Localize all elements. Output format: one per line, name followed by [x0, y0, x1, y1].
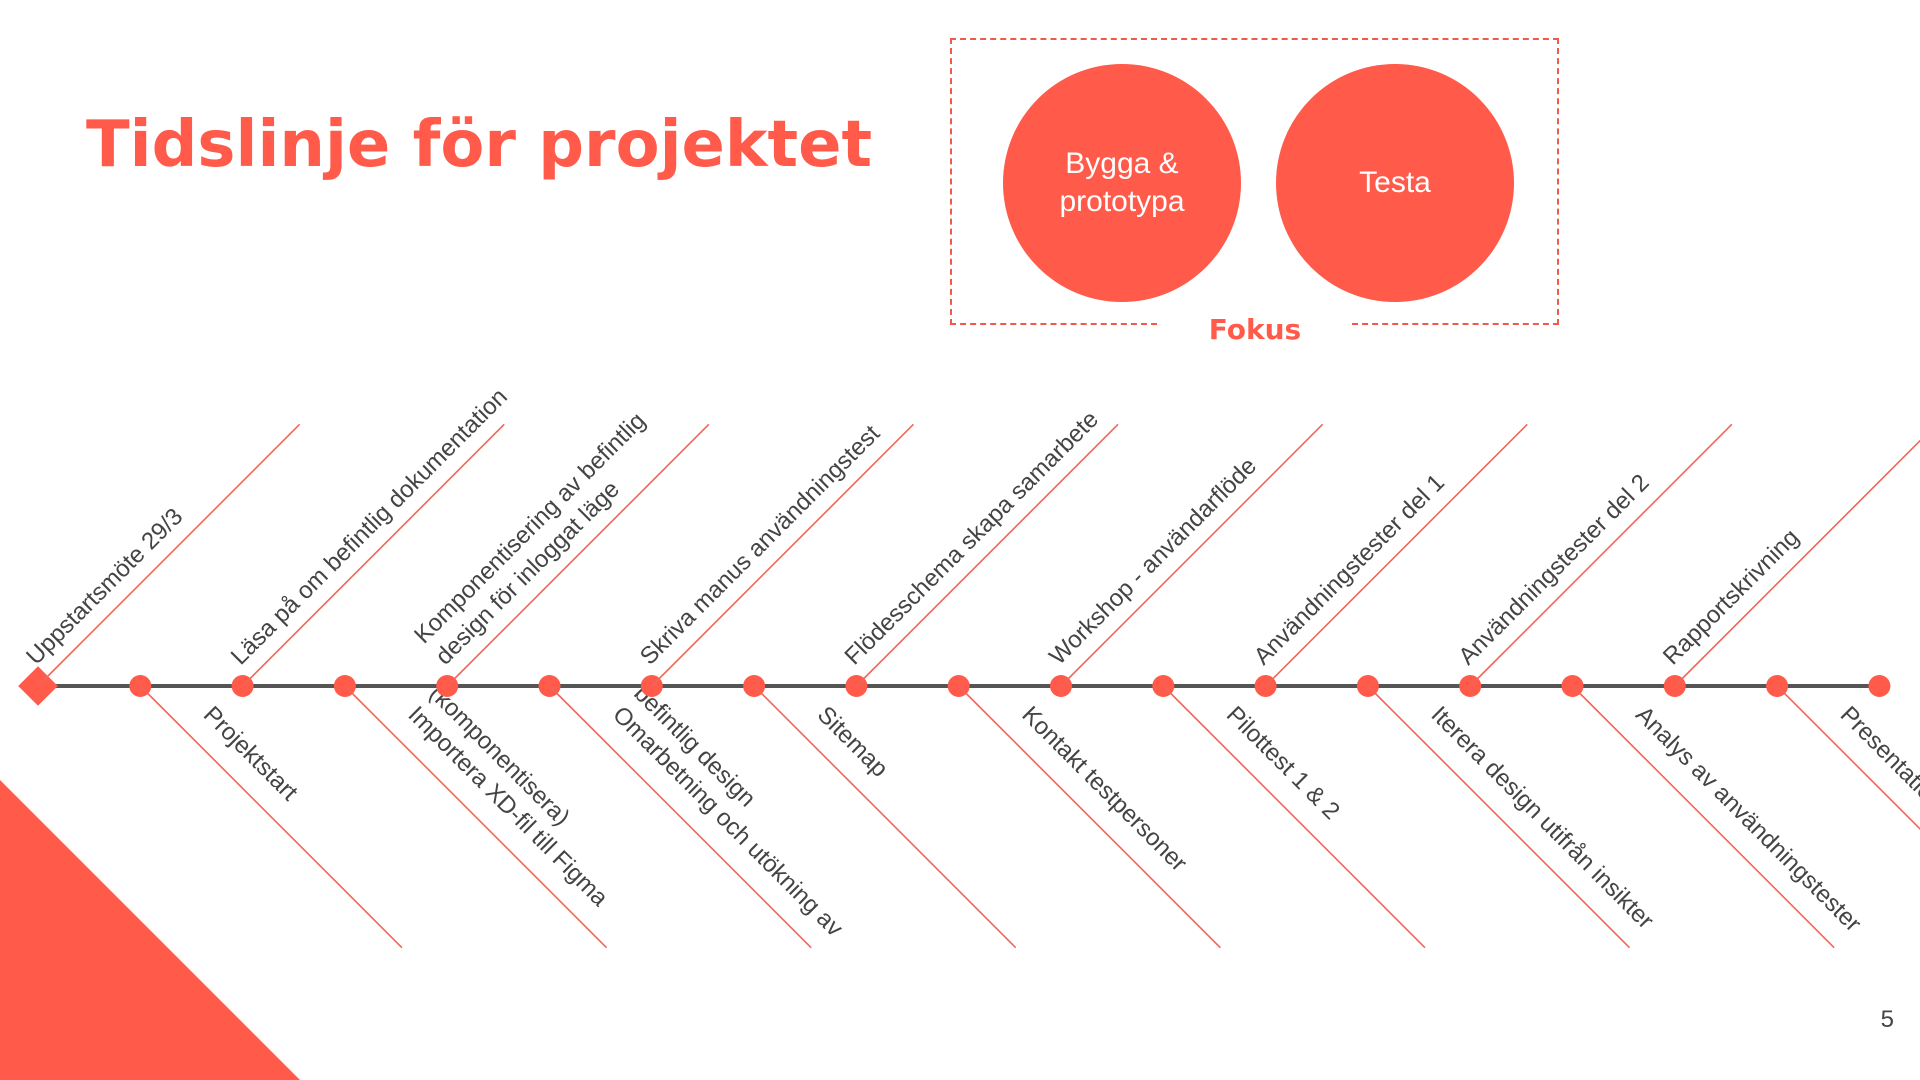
timeline-event-line: Rapportskrivning	[1658, 524, 1804, 670]
timeline-dot	[1868, 675, 1891, 697]
timeline-connector-up	[242, 423, 505, 687]
timeline-event-line: Omarbetning och utökning av	[607, 701, 848, 942]
timeline-connector-down	[548, 685, 812, 949]
timeline-connector-down	[958, 685, 1221, 949]
timeline-connector-up	[37, 423, 301, 687]
timeline-connector-up	[855, 423, 1119, 687]
timeline-event-label: Uppstartsmöte 29/3	[21, 503, 188, 670]
timeline-connector-down	[344, 685, 608, 949]
timeline-connector-up	[1469, 423, 1733, 687]
timeline-event-label: Presentation	[1835, 701, 1920, 815]
focus-circle-label: Bygga & prototypa	[1059, 147, 1185, 218]
timeline-event-line: Sitemap	[812, 701, 893, 782]
timeline-event-label: Analys av användningstester	[1630, 701, 1866, 937]
timeline-event-line: Projektstart	[198, 701, 303, 806]
timeline-event-label: Sitemap	[812, 701, 893, 782]
timeline-event-label: Projektstart	[198, 701, 303, 806]
focus-circle-test: Testa	[1276, 64, 1514, 302]
timeline-connector-down	[139, 685, 403, 949]
timeline-event-line: Importera XD-fil till Figma	[403, 701, 614, 912]
timeline-event-line: Workshop - användarflöde	[1044, 452, 1262, 670]
timeline-event-label: Workshop - användarflöde	[1044, 452, 1262, 670]
timeline-event-line: Kontakt testpersoner	[1016, 701, 1192, 877]
focus-label: Fokus	[1160, 308, 1350, 352]
page-number: 5	[1880, 1006, 1894, 1033]
slide-title: Tidslinje för projektet	[86, 108, 873, 182]
timeline-event-line: Analys av användningstester	[1630, 701, 1866, 937]
timeline-event-line: Presentation	[1835, 701, 1920, 815]
timeline-event-label: Rapportskrivning	[1658, 524, 1804, 670]
timeline-event-label: Användningstester del 1	[1249, 469, 1450, 670]
timeline-connector-up	[651, 423, 914, 687]
timeline-connector-down	[1571, 685, 1835, 949]
timeline-event-label: Skriva manus användningstest	[635, 420, 885, 670]
focus-circle-label: Testa	[1359, 166, 1431, 199]
timeline-event-line: design för inloggat läge	[430, 476, 625, 671]
timeline-event-label: Iterera design utifrån insikter	[1426, 701, 1659, 934]
timeline-connector-up	[1674, 439, 1920, 687]
timeline-event-line: Iterera design utifrån insikter	[1426, 701, 1659, 934]
timeline-connector-down	[1776, 685, 1920, 831]
timeline-connector-up	[1060, 423, 1324, 687]
timeline-connector-up	[446, 423, 710, 687]
timeline-event-label: Importera XD-fil till Figma(komponentise…	[403, 680, 635, 912]
timeline-event-line: Användningstester del 2	[1453, 469, 1654, 670]
timeline-event-label: Kontakt testpersoner	[1016, 701, 1192, 877]
timeline-connector-down	[1162, 685, 1426, 949]
timeline-event-label: Användningstester del 2	[1453, 469, 1654, 670]
timeline-event-line: Användningstester del 1	[1249, 469, 1450, 670]
timeline-connector-down	[1367, 685, 1631, 949]
timeline-connector-down	[753, 685, 1017, 949]
timeline-event-line: Uppstartsmöte 29/3	[21, 503, 188, 670]
timeline-connector-up	[1265, 423, 1528, 687]
focus-circle-build: Bygga & prototypa	[1003, 64, 1241, 302]
timeline-event-line: Skriva manus användningstest	[635, 420, 885, 670]
